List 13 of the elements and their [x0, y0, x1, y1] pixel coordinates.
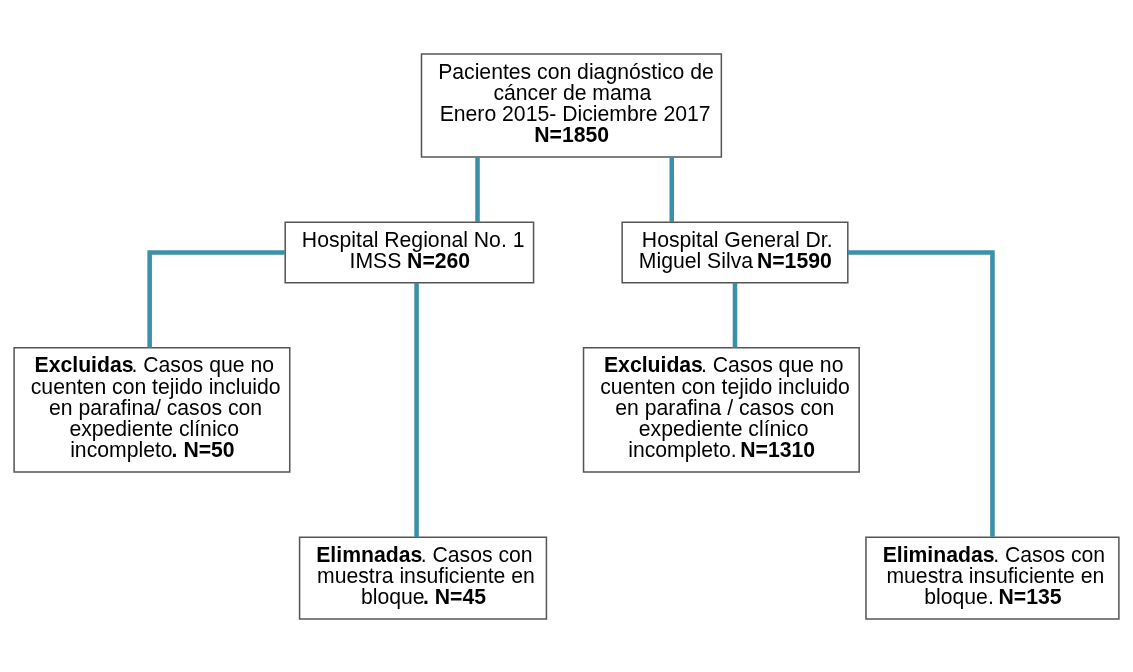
connector — [847, 249, 995, 537]
node-box: Hospital Regional No. 1 IMSS N=260 — [284, 220, 535, 283]
node-box: Pacientes con diagnóstico de cáncer de mama Enero 2015- Diciembre 2017 N=1850 — [420, 52, 723, 158]
node-box: Excluidas. Casos que no cuenten con tejido incluido en parafina / casos con expediente clínico incompleto. N=1310 — [582, 346, 860, 473]
node-box: Hospital General Dr. Miguel Silva N=1590 — [621, 220, 849, 283]
node-box: Elimnadas. Casos con muestra insuficiente en bloque. N=45 — [298, 535, 548, 620]
node-box: Eliminadas. Casos con muestra insuficiente en bloque. N=135 — [865, 535, 1120, 620]
node-box: Excluidas. Casos que no cuenten con tejido incluido en parafina/ casos con expediente clínico incompleto. N=50 — [13, 346, 291, 473]
connector — [414, 282, 419, 537]
connector — [732, 282, 738, 348]
connector — [475, 156, 480, 222]
connector — [669, 156, 674, 222]
connector — [147, 249, 285, 348]
